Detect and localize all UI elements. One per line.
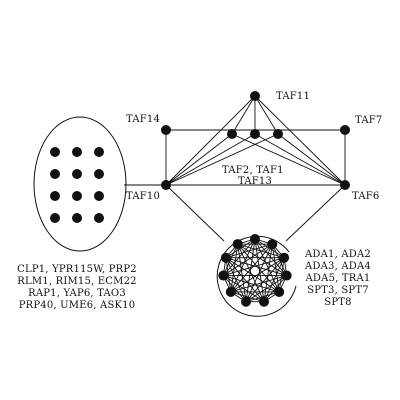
left-group-node (94, 191, 104, 201)
left-group-node (72, 191, 82, 201)
left-group-node (50, 191, 60, 201)
left-group-line-1: CLP1, YPR115W, PRP2 (17, 264, 137, 275)
left-group-node (94, 213, 104, 223)
cluster-node (225, 286, 236, 297)
left-group-node (50, 213, 60, 223)
edge-cluster (271, 243, 288, 276)
edge-cluster (278, 257, 285, 293)
node-taf10 (161, 180, 171, 190)
left-group-node (94, 169, 104, 179)
edge-cluster (225, 238, 256, 259)
edge-cluster (237, 243, 280, 293)
cluster-node (250, 234, 260, 244)
left-group-node (50, 169, 60, 179)
right-group-line-2: ADA3, ADA4 (304, 261, 371, 272)
edge-cluster (245, 291, 280, 303)
label-taf14: TAF14 (126, 114, 160, 125)
edge-cluster (237, 243, 265, 302)
left-group-node (94, 147, 104, 157)
node-taf11 (250, 91, 260, 101)
node-m2 (250, 129, 260, 139)
edge-taf10-m2 (165, 133, 256, 186)
cluster-node (267, 239, 278, 250)
label-taf10: TAF10 (126, 191, 160, 202)
edge-cluster (225, 257, 287, 276)
label-taf7: TAF7 (355, 115, 382, 126)
label-taf6: TAF6 (352, 191, 379, 202)
edge-taf10-taf11 (165, 95, 256, 186)
right-group-line-3: ADA5, TRA1 (305, 273, 371, 284)
edge-taf6-m2 (254, 133, 346, 186)
right-group-line-5: SPT8 (324, 297, 351, 308)
cluster-node (220, 252, 231, 263)
cluster-node (281, 270, 292, 281)
edge-taf6-m1 (231, 133, 346, 186)
cluster-node (259, 296, 270, 307)
edge-cluster (225, 257, 247, 302)
edge-cluster (222, 243, 239, 276)
cluster-node (232, 239, 243, 250)
edge-taf11-m3 (254, 95, 279, 135)
left-group-nodes (50, 147, 104, 223)
edge-taf6-cluster (285, 184, 346, 242)
edge-taf11-m1 (231, 95, 256, 135)
left-group-ellipse (33, 116, 127, 252)
left-group-node (72, 169, 82, 179)
right-group-line-4: SPT3, SPT7 (307, 285, 369, 296)
edge-taf10-m1 (165, 133, 233, 186)
edge-cluster (222, 275, 247, 302)
node-m1 (227, 129, 237, 139)
label-taf13: TAF13 (238, 176, 272, 187)
group-outlines (33, 116, 297, 317)
edge-cluster (237, 244, 247, 302)
edge-cluster (237, 243, 285, 259)
edge-cluster (225, 257, 232, 293)
edge-taf6-m3 (277, 133, 346, 186)
edge-cluster (230, 244, 239, 293)
left-group-line-3: RAP1, YAP6, TAO3 (28, 288, 126, 299)
label-taf11: TAF11 (276, 91, 310, 102)
label-taf2-taf1: TAF2, TAF1 (222, 165, 284, 176)
edge-cluster (254, 238, 285, 259)
node-m3 (273, 129, 283, 139)
right-group-circle (216, 235, 297, 317)
edge-cluster (230, 291, 265, 303)
edge-cluster (263, 275, 288, 302)
edge-taf10-cluster (165, 184, 225, 242)
left-group-line-2: RLM1, RIM15, ECM22 (17, 276, 136, 287)
taf-nodes (161, 91, 350, 190)
edge-taf6-taf11 (254, 95, 346, 186)
cluster-node (279, 252, 290, 263)
edge-cluster (225, 257, 265, 302)
cluster-node (274, 286, 285, 297)
cluster-node (218, 270, 229, 281)
node-taf7 (340, 125, 350, 135)
left-group-node (50, 147, 60, 157)
left-group-line-4: PRP40, UME6, ASK10 (19, 300, 136, 311)
edges (124, 95, 346, 303)
edge-cluster (237, 243, 287, 276)
cluster-nodes (218, 234, 292, 307)
left-group-node (72, 147, 82, 157)
cluster-node (240, 296, 251, 307)
node-taf6 (340, 180, 350, 190)
right-group-line-1: ADA1, ADA2 (304, 249, 371, 260)
edge-taf10-m3 (165, 133, 279, 186)
node-taf14 (161, 125, 171, 135)
left-group-node (72, 213, 82, 223)
